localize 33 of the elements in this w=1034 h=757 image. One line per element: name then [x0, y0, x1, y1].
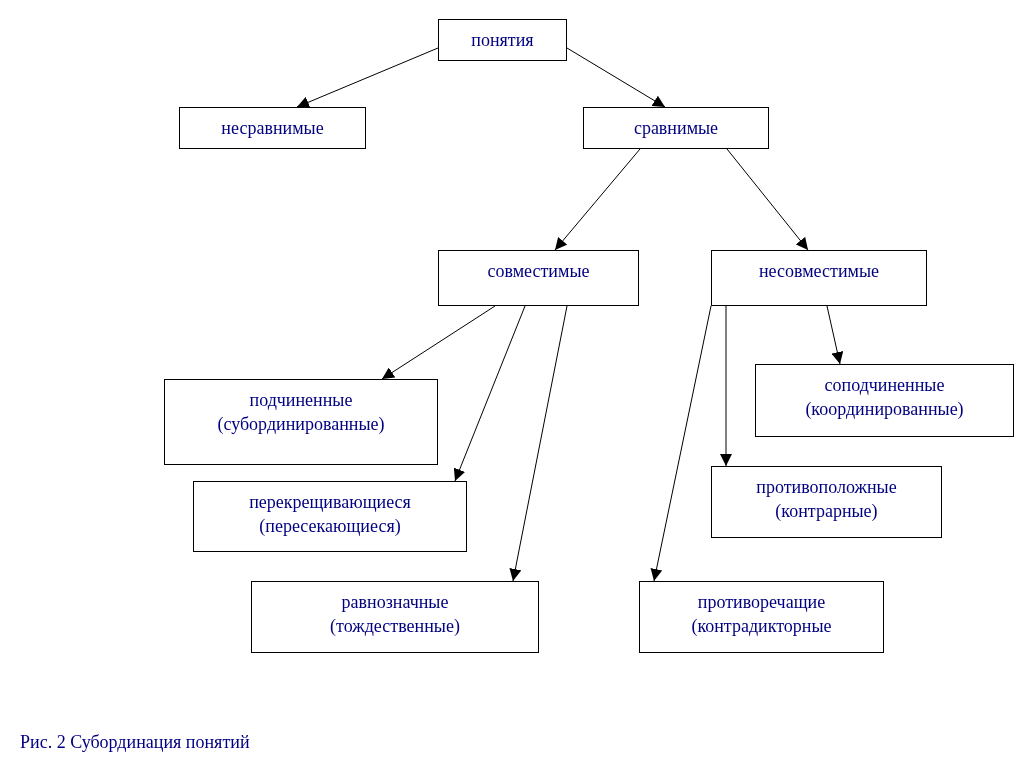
concept-label: противоположные (контрарные) — [756, 476, 897, 523]
concept-label: равнозначные (тождественные) — [330, 591, 460, 638]
concept-label: подчиненные (субординированные) — [217, 389, 385, 436]
arrow — [826, 305, 844, 365]
concept-label: противоречащие (контрадикторные — [691, 591, 832, 638]
arrow — [720, 305, 732, 467]
concept-box — [164, 379, 438, 465]
arrow — [726, 148, 809, 251]
concept-label: несовместимые — [758, 260, 879, 283]
figure-caption: Рис. 2 Субординация понятий — [20, 732, 250, 753]
arrow — [554, 148, 641, 251]
concept-box — [179, 107, 366, 149]
concept-label: понятия — [471, 29, 534, 52]
concept-label: соподчиненные (координированные) — [805, 374, 964, 421]
arrow — [650, 305, 712, 582]
concept-label: перекрещивающиеся (пересекающиеся) — [249, 491, 411, 538]
concept-box — [755, 364, 1014, 437]
arrow — [381, 305, 496, 380]
concept-label: сравнимые — [633, 117, 719, 140]
arrow — [509, 305, 568, 582]
arrow — [453, 305, 526, 482]
concept-box — [438, 19, 567, 61]
arrow — [296, 47, 439, 108]
concept-label: совместимые — [487, 260, 590, 283]
concept-box — [193, 481, 467, 552]
concept-box — [251, 581, 539, 653]
concept-box — [438, 250, 639, 306]
concept-box — [639, 581, 884, 653]
concept-label: несравнимые — [221, 117, 324, 140]
arrow — [566, 47, 666, 108]
concept-box — [711, 466, 942, 538]
concept-box — [583, 107, 769, 149]
concept-box — [711, 250, 927, 306]
